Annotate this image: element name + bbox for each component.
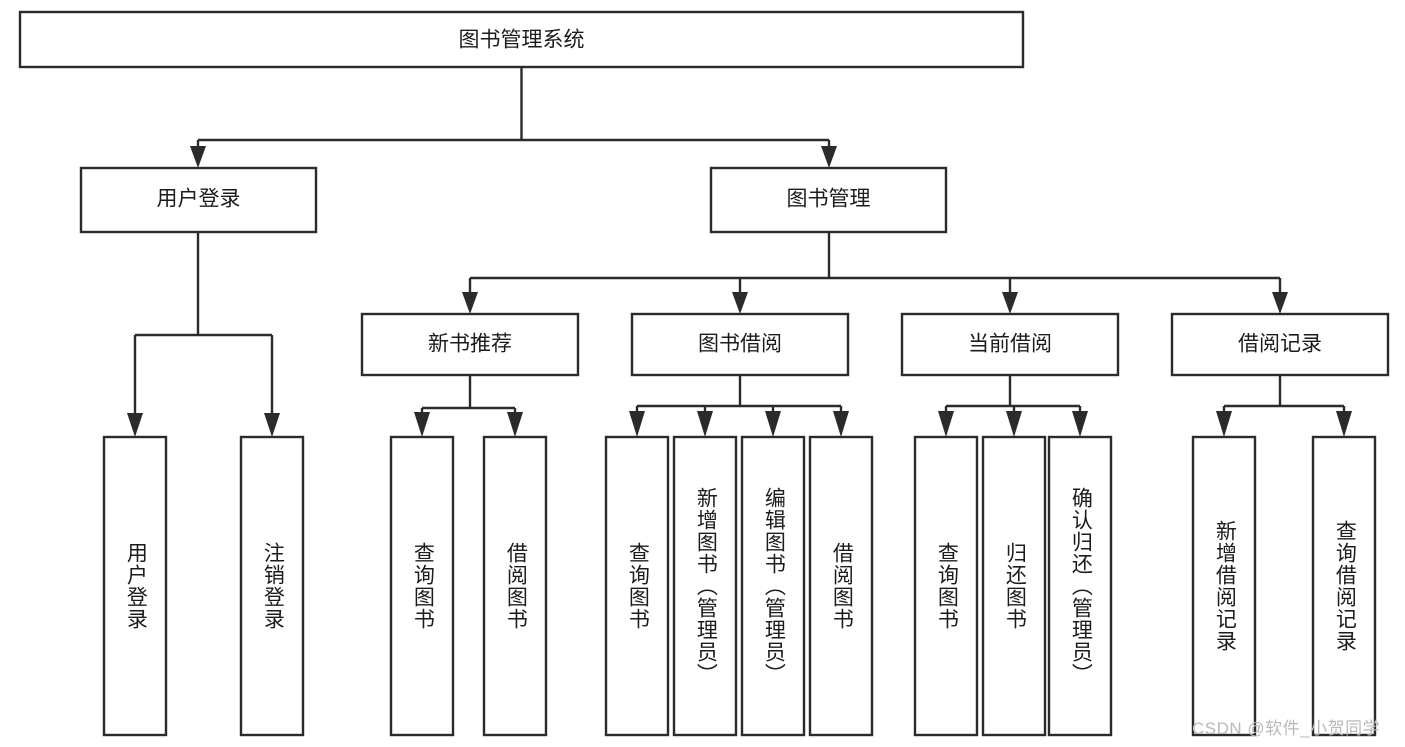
arrow-head-leaf-user-logout bbox=[264, 413, 280, 437]
node-current-borrow[interactable] bbox=[900, 312, 1120, 377]
node-leaf-query-book-2[interactable] bbox=[604, 435, 670, 737]
arrow-head-leaf-edit-book bbox=[765, 411, 781, 437]
arrow-head-user-login bbox=[190, 146, 206, 168]
node-book-borrow[interactable] bbox=[630, 312, 850, 377]
node-root[interactable] bbox=[18, 10, 1025, 69]
arrow-head-leaf-add-book bbox=[697, 411, 713, 437]
connectors-layer bbox=[127, 67, 1352, 437]
node-leaf-user-login[interactable] bbox=[102, 435, 168, 737]
node-borrow-record[interactable] bbox=[1170, 312, 1390, 377]
node-leaf-add-record[interactable] bbox=[1191, 435, 1257, 737]
node-book-manage[interactable] bbox=[709, 166, 948, 234]
node-current-borrow-label: 当前借阅 bbox=[968, 333, 1052, 356]
arrow-head-leaf-add-record bbox=[1216, 411, 1232, 437]
node-leaf-edit-book[interactable] bbox=[740, 435, 806, 737]
node-borrow-record-label: 借阅记录 bbox=[1238, 333, 1322, 356]
arrow-head-book-borrow bbox=[732, 292, 748, 314]
arrow-head-borrow-record bbox=[1272, 292, 1288, 314]
boxes-layer: 图书管理系统 用户登录 图书管理 新书推荐 图书借阅 当前借阅 借阅记录 bbox=[18, 10, 1390, 737]
arrow-head-current-borrow bbox=[1002, 292, 1018, 314]
arrow-head-leaf-borrow-book-2 bbox=[833, 411, 849, 437]
node-leaf-user-logout[interactable] bbox=[239, 435, 305, 737]
node-leaf-borrow-book-2[interactable] bbox=[808, 435, 874, 737]
arrow-head-leaf-query-book-3 bbox=[938, 411, 954, 437]
arrow-head-new-book-recommend bbox=[462, 292, 478, 314]
node-user-login-label: 用户登录 bbox=[157, 188, 241, 211]
node-leaf-borrow-book-1[interactable] bbox=[482, 435, 548, 737]
node-root-label: 图书管理系统 bbox=[459, 29, 585, 52]
node-new-book-recommend[interactable] bbox=[360, 312, 580, 377]
node-leaf-confirm-return[interactable] bbox=[1047, 435, 1113, 737]
node-user-login[interactable] bbox=[79, 166, 318, 234]
arrow-head-leaf-borrow-book-1 bbox=[507, 412, 523, 437]
arrow-head-leaf-return-book bbox=[1006, 411, 1022, 437]
node-leaf-query-record[interactable] bbox=[1311, 435, 1377, 737]
arrow-head-leaf-query-book-2 bbox=[629, 411, 645, 437]
node-leaf-return-book[interactable] bbox=[981, 435, 1047, 737]
arrow-head-leaf-query-record bbox=[1336, 411, 1352, 437]
arrow-head-leaf-confirm-return bbox=[1072, 411, 1088, 437]
arrow-head-leaf-query-book-1 bbox=[414, 412, 430, 437]
node-book-borrow-label: 图书借阅 bbox=[698, 333, 782, 356]
node-leaf-query-book-1[interactable] bbox=[389, 435, 455, 737]
node-leaf-query-book-3[interactable] bbox=[913, 435, 979, 737]
arrow-head-book-manage bbox=[821, 146, 837, 168]
node-leaf-add-book[interactable] bbox=[672, 435, 738, 737]
arrow-head-leaf-user-login bbox=[127, 413, 143, 437]
node-new-book-recommend-label: 新书推荐 bbox=[428, 333, 512, 356]
node-book-manage-label: 图书管理 bbox=[787, 188, 871, 211]
watermark: CSDN @软件_小贺同学 bbox=[1192, 719, 1381, 738]
